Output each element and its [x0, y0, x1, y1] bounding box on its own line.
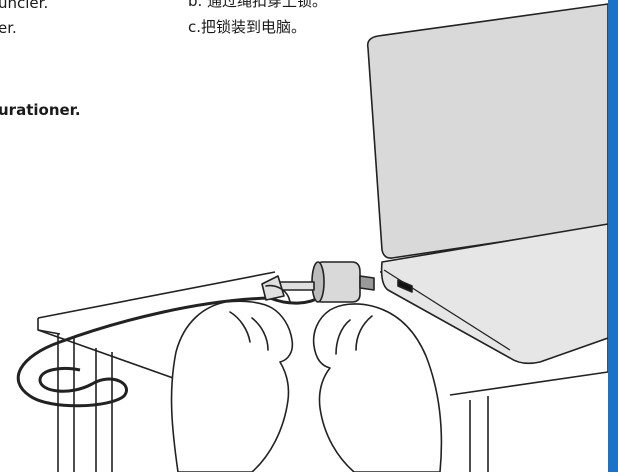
instruction-heading-fragment: urationer.: [0, 101, 81, 119]
instruction-fragment-1: uncier.: [0, 0, 49, 12]
step-b-text: b. 通过绳扣穿上锁。: [188, 0, 328, 10]
desk-icon: [37, 267, 608, 472]
instruction-fragment-2: er.: [0, 19, 17, 37]
cable-lock-icon: [16, 261, 375, 408]
step-c-text: c.把锁装到电脑。: [188, 18, 307, 36]
laptop-icon: [366, 3, 608, 365]
page-edge-accent-bar: [608, 0, 618, 472]
hands-icon: [170, 284, 443, 472]
